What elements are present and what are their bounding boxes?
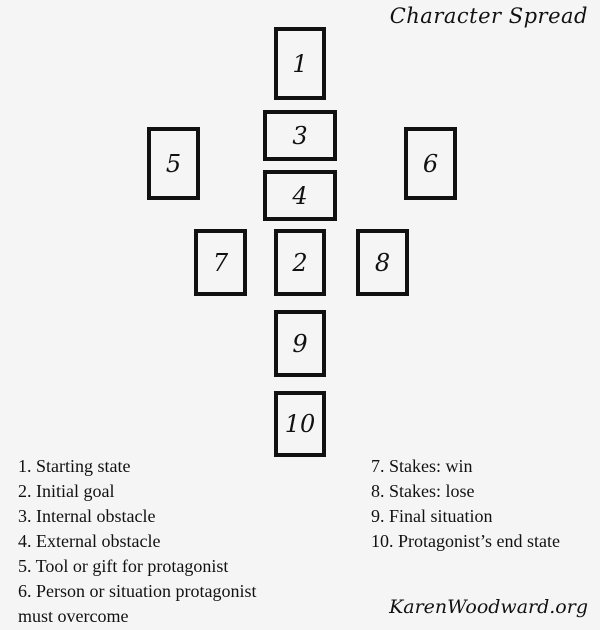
card-position-5: 5	[147, 127, 200, 200]
legend-item: 2. Initial goal	[18, 481, 115, 501]
legend-item: 9. Final situation	[371, 506, 493, 526]
legend-left: 1. Starting state 2. Initial goal 3. Int…	[18, 454, 256, 629]
card-number: 10	[284, 410, 316, 438]
card-position-3: 3	[263, 110, 337, 161]
card-position-7: 7	[194, 229, 247, 296]
legend-item: 5. Tool or gift for protagonist	[18, 556, 229, 576]
card-number: 3	[292, 121, 308, 150]
card-position-10: 10	[274, 391, 326, 457]
legend-right: 7. Stakes: win 8. Stakes: lose 9. Final …	[371, 454, 560, 554]
card-number: 2	[292, 248, 308, 277]
card-number: 4	[292, 181, 308, 210]
card-position-1: 1	[274, 27, 326, 100]
legend-item: must overcome	[18, 606, 129, 626]
card-position-6: 6	[404, 127, 457, 200]
card-number: 6	[422, 149, 439, 178]
legend-item: 8. Stakes: lose	[371, 481, 475, 501]
legend-item: 3. Internal obstacle	[18, 506, 156, 526]
card-number: 1	[292, 49, 308, 78]
legend-item: 1. Starting state	[18, 456, 131, 476]
card-number: 7	[212, 248, 229, 277]
card-number: 9	[292, 329, 308, 358]
legend-item: 6. Person or situation protagonist	[18, 581, 257, 601]
legend-item: 10. Protagonist’s end state	[371, 531, 560, 551]
card-number: 8	[374, 248, 391, 277]
spread-title: Character Spread	[389, 4, 588, 28]
card-position-4: 4	[263, 170, 337, 221]
card-position-8: 8	[356, 229, 409, 296]
card-position-2: 2	[274, 229, 326, 296]
card-position-9: 9	[274, 310, 326, 377]
legend-item: 4. External obstacle	[18, 531, 161, 551]
legend-item: 7. Stakes: win	[371, 456, 473, 476]
card-number: 5	[165, 149, 182, 178]
website-credit: KarenWoodward.org	[389, 596, 588, 618]
